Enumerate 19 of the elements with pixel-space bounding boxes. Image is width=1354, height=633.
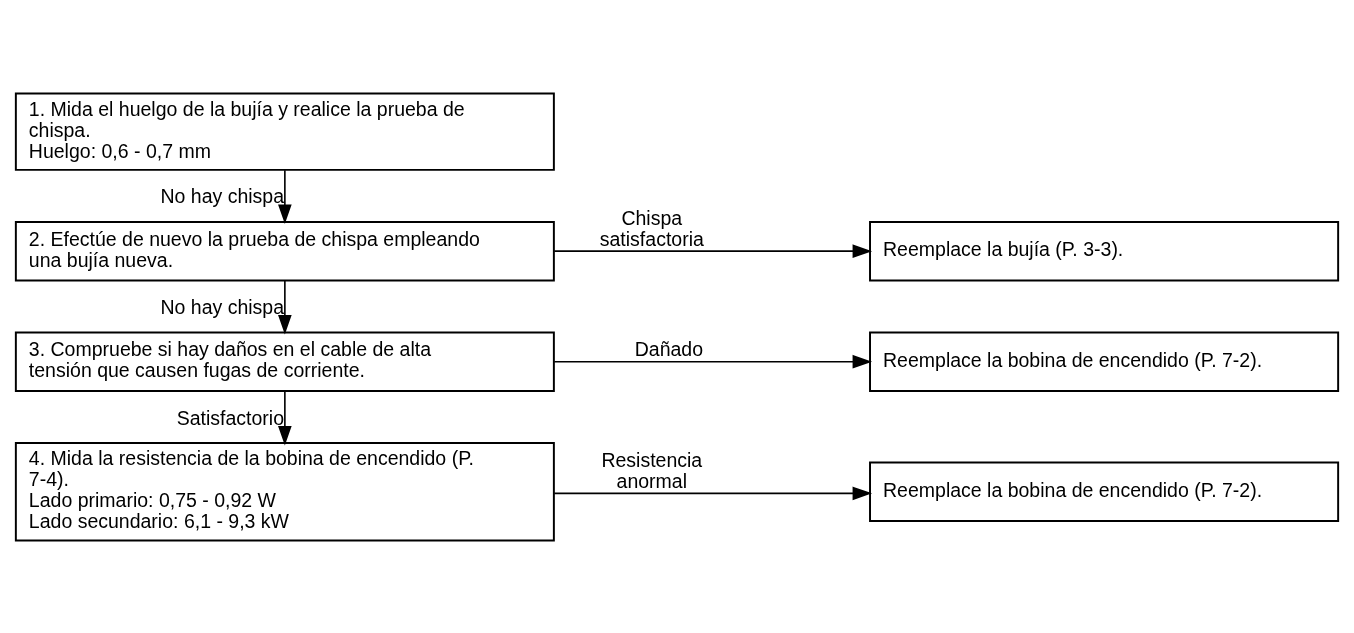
edge-label: No hay chispa bbox=[160, 295, 285, 318]
arrow bbox=[553, 486, 873, 500]
node-box: 1. Mida el huelgo de la bujía y realice la prueba de chispa. Huelgo: 0,6 - 0,7 mm bbox=[14, 92, 555, 171]
node-box: 2. Efectúe de nuevo la prueba de chispa empleando una bujía nueva. bbox=[14, 220, 555, 281]
node-box: Reemplace la bujía (P. 3-3). bbox=[869, 220, 1340, 281]
node-box: Reemplace la bobina de encendido (P. 7-2). bbox=[869, 461, 1340, 522]
node-box: 4. Mida la resistencia de la bobina de encendido (P. 7-4). Lado primario: 0,75 - 0,92 W Lado secundario: 6,1 - 9,3 kW bbox=[14, 441, 555, 541]
edge-label: Satisfactorio bbox=[176, 406, 285, 429]
arrow bbox=[553, 243, 873, 258]
edge-label: Resistencia anormal bbox=[601, 448, 703, 492]
arrow bbox=[278, 389, 292, 445]
node-box: 3. Compruebe si hay daños en el cable de alta tensión que causen fugas de corriente. bbox=[14, 330, 555, 392]
arrow bbox=[553, 354, 873, 369]
edge-label: Chispa satisfactoria bbox=[599, 206, 704, 250]
edge-label: No hay chispa bbox=[160, 184, 285, 207]
arrow bbox=[278, 168, 292, 224]
edge-label: Dañado bbox=[634, 337, 704, 360]
arrow bbox=[278, 279, 292, 334]
node-box: Reemplace la bobina de encendido (P. 7-2). bbox=[869, 330, 1340, 392]
